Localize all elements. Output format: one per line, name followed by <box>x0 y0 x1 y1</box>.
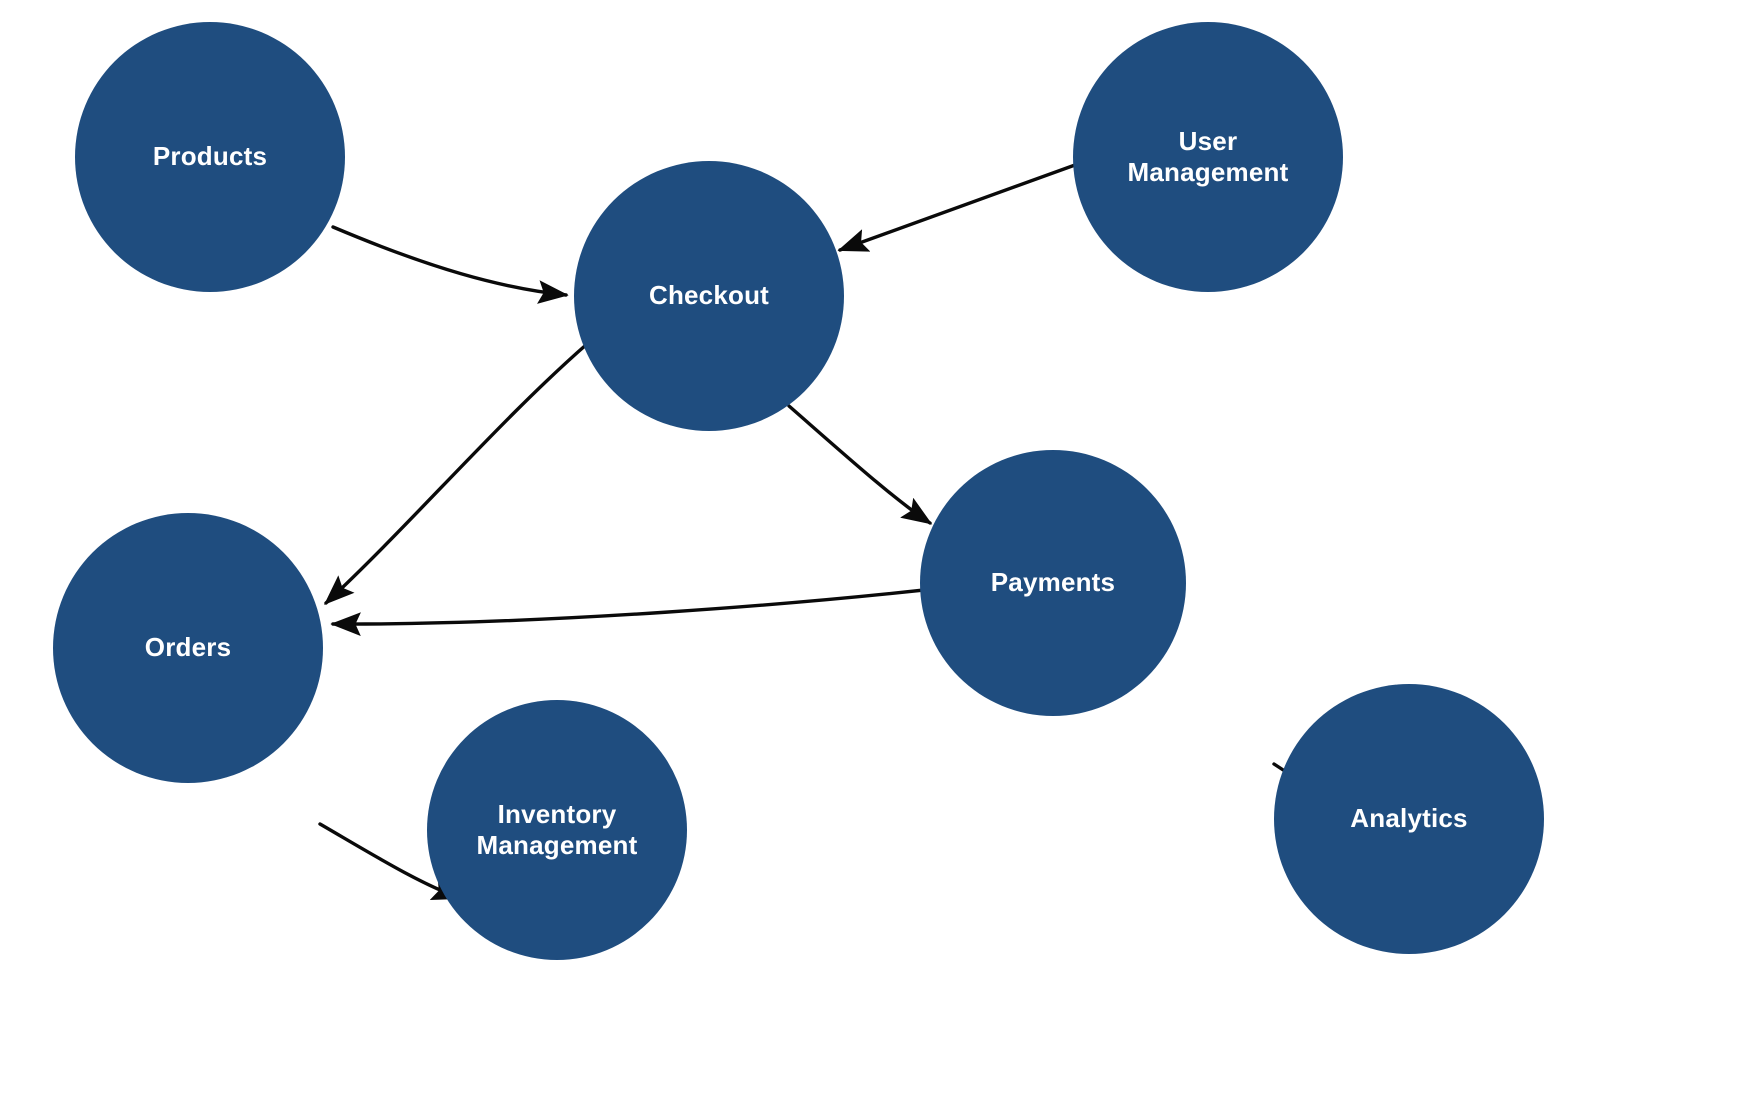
node-analytics-label: Analytics <box>1350 803 1468 834</box>
node-orders[interactable]: Orders <box>53 513 323 783</box>
node-analytics[interactable]: Analytics <box>1274 684 1544 954</box>
node-inventory-management-label: Inventory Management <box>476 798 638 860</box>
edge-checkout-to-payments <box>787 404 933 525</box>
node-inventory-management[interactable]: Inventory Management <box>427 700 687 960</box>
edge-user-management-to-checkout <box>837 163 1077 252</box>
edge-checkout-to-orders <box>324 342 589 605</box>
node-orders-label: Orders <box>144 632 232 663</box>
node-products-label: Products <box>152 141 268 172</box>
node-user-management-label: User Management <box>1127 125 1289 187</box>
node-checkout[interactable]: Checkout <box>574 161 844 431</box>
edge-products-to-checkout <box>331 225 569 304</box>
node-payments-label: Payments <box>990 567 1116 598</box>
node-payments[interactable]: Payments <box>920 450 1186 716</box>
node-checkout-label: Checkout <box>648 280 770 311</box>
node-user-management[interactable]: User Management <box>1073 22 1343 292</box>
node-products[interactable]: Products <box>75 22 345 292</box>
